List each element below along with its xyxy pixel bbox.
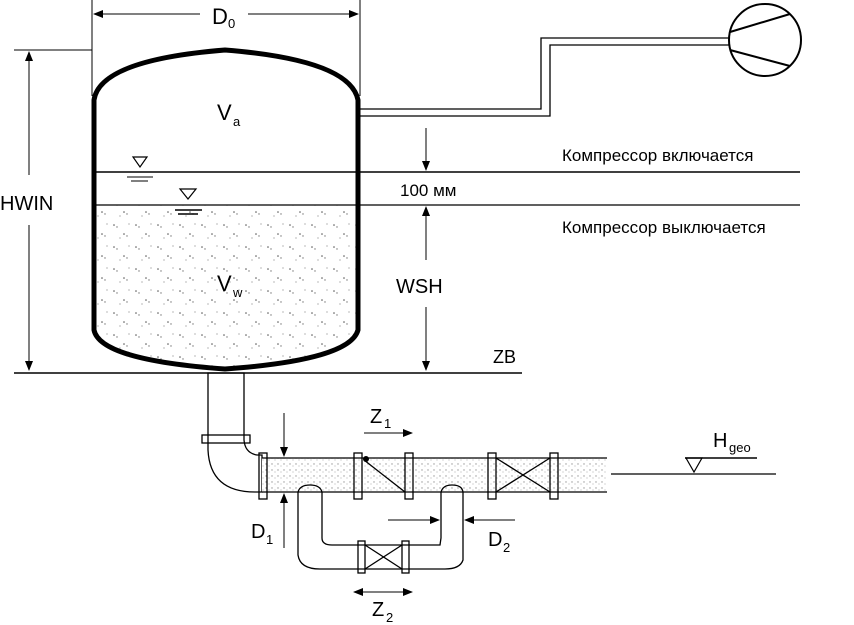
hwin-label: HWIN	[0, 193, 53, 215]
level-marker-on	[127, 156, 153, 182]
d0-dimension: D 0	[91, 0, 361, 96]
wsh-label: WSH	[396, 276, 443, 298]
gate-valve-main	[495, 457, 551, 493]
hgeo-label: H	[713, 430, 727, 452]
z2-subscript: 2	[386, 610, 393, 625]
d1-label: D	[251, 521, 265, 543]
outlet-flange	[201, 434, 251, 444]
bypass-pipe	[297, 484, 464, 570]
d0-subscript: 0	[228, 16, 235, 31]
z2-label: Z	[372, 599, 384, 621]
hwin-dimension: HWIN	[0, 49, 92, 371]
d2-subscript: 2	[503, 540, 510, 555]
flanges	[258, 452, 559, 574]
d2-label: D	[488, 529, 502, 551]
d1-dimension: D 1	[251, 413, 288, 548]
hgeo-level: H geo	[611, 430, 776, 475]
gap-dimension: 100 мм	[400, 128, 456, 260]
va-subscript: a	[233, 114, 241, 129]
main-pipe	[262, 458, 607, 492]
vw-label: V	[217, 271, 232, 296]
z1-subscript: 1	[384, 416, 391, 431]
hgeo-subscript: geo	[729, 440, 751, 455]
d2-dimension: D 2	[388, 516, 515, 555]
air-line	[360, 37, 730, 117]
compressor-off-label: Компрессор выключается	[562, 218, 766, 237]
z1-label: Z	[370, 406, 382, 428]
va-label: V	[217, 100, 232, 125]
d1-subscript: 1	[266, 532, 273, 547]
wsh-dimension: WSH	[396, 276, 443, 371]
tank-vessel	[91, 47, 361, 372]
compressor-icon	[728, 3, 802, 77]
gate-valve-bypass	[364, 544, 403, 570]
vw-subscript: w	[232, 285, 243, 300]
check-valve	[363, 456, 406, 493]
gap-label: 100 мм	[400, 181, 456, 200]
compressor-on-label: Компрессор включается	[562, 146, 753, 165]
zb-label: ZB	[493, 347, 516, 367]
d0-label: D	[212, 4, 228, 29]
level-marker-off	[175, 188, 202, 215]
outlet-pipe	[207, 372, 263, 493]
water-volume	[94, 205, 358, 368]
